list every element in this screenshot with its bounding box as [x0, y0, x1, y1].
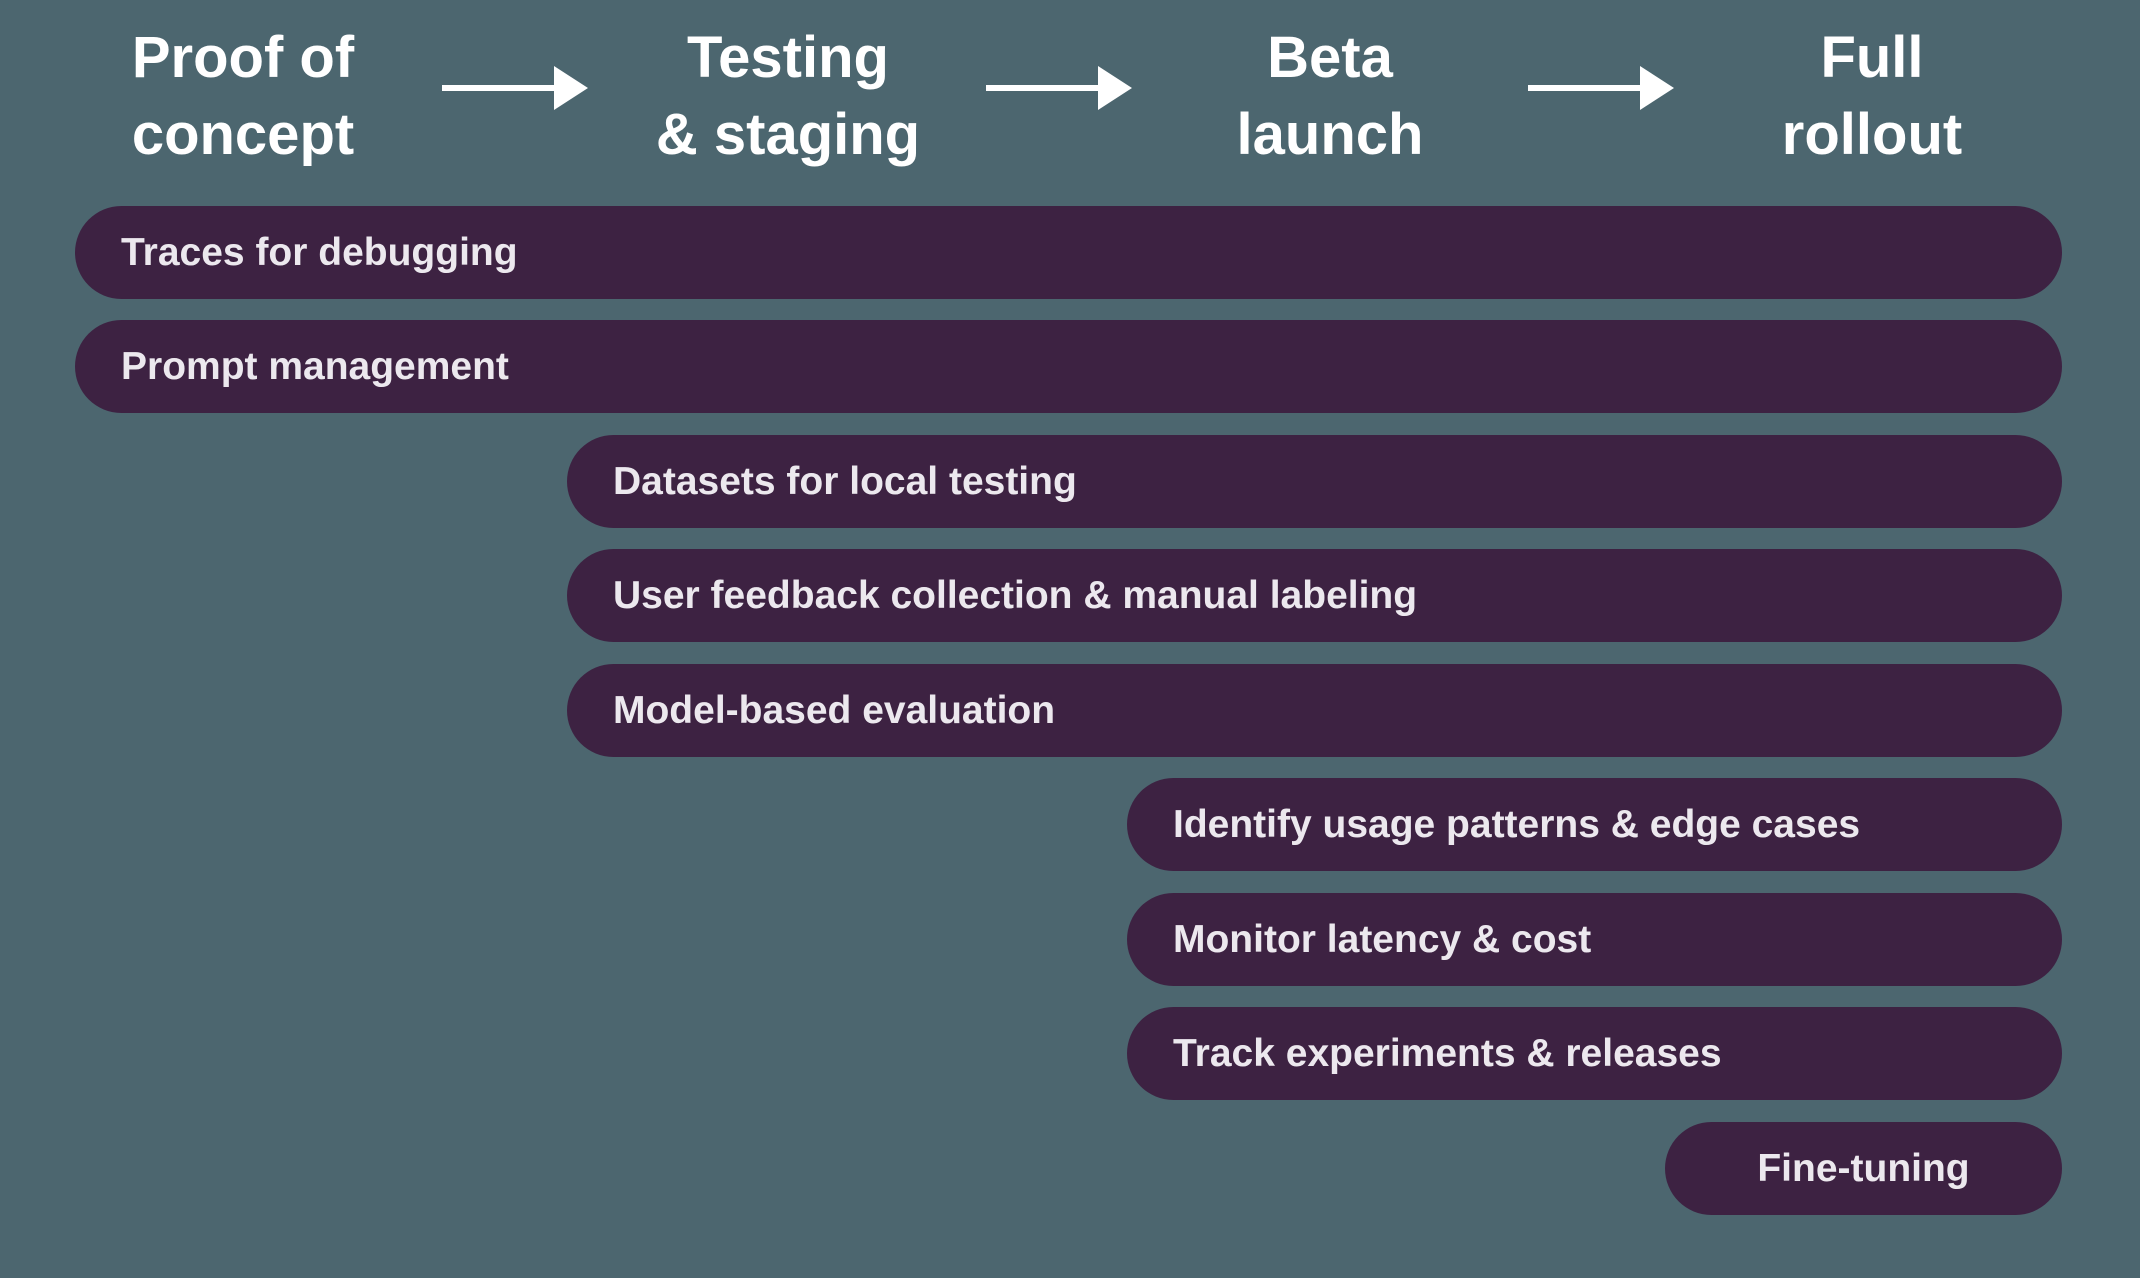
arrow-right-icon [442, 66, 588, 110]
bar-fine-tuning: Fine-tuning [1665, 1122, 2062, 1215]
bar-label: Model-based evaluation [613, 688, 1056, 732]
stage-label-line: & staging [655, 101, 921, 167]
stage-label-line: Beta [1267, 25, 1393, 90]
arrow-head [1098, 66, 1132, 110]
stage-label-line: Proof of [131, 25, 355, 90]
arrow-head [554, 66, 588, 110]
bar-model-based-evaluation: Model-based evaluation [567, 664, 2062, 757]
arrow-right-icon [986, 66, 1132, 110]
bar-label: Traces for debugging [121, 230, 518, 274]
stage-header-full-rollout: Full rollout [1652, 20, 2092, 173]
arrow-head [1640, 66, 1674, 110]
arrow-stem [1528, 85, 1648, 91]
bar-identify-usage-patterns: Identify usage patterns & edge cases [1127, 778, 2062, 871]
bar-datasets-for-local-testing: Datasets for local testing [567, 435, 2062, 528]
bar-label: Fine-tuning [1757, 1146, 1970, 1190]
arrow-stem [442, 85, 562, 91]
bar-label: Prompt management [121, 344, 509, 388]
bar-traces-for-debugging: Traces for debugging [75, 206, 2062, 299]
stage-header-proof-of-concept: Proof of concept [23, 20, 463, 173]
arrow-stem [986, 85, 1106, 91]
arrow-right-icon [1528, 66, 1674, 110]
stage-label-line: rollout [1781, 101, 1963, 167]
bar-monitor-latency-cost: Monitor latency & cost [1127, 893, 2062, 986]
stage-label-line: Full [1820, 25, 1924, 90]
bar-track-experiments-releases: Track experiments & releases [1127, 1007, 2062, 1100]
stage-label-line: Testing [687, 25, 889, 90]
bar-label: User feedback collection & manual labeli… [613, 573, 1418, 617]
bar-label: Datasets for local testing [613, 459, 1077, 503]
bar-label: Identify usage patterns & edge cases [1173, 802, 1861, 846]
bar-label: Track experiments & releases [1173, 1031, 1722, 1075]
stage-header-beta-launch: Beta launch [1110, 20, 1550, 173]
bar-prompt-management: Prompt management [75, 320, 2062, 413]
bar-label: Monitor latency & cost [1173, 917, 1592, 961]
bar-user-feedback-collection: User feedback collection & manual labeli… [567, 549, 2062, 642]
stage-header-testing-staging: Testing & staging [568, 20, 1008, 173]
stage-label-line: concept [131, 101, 355, 167]
stage-label-line: launch [1236, 101, 1424, 167]
